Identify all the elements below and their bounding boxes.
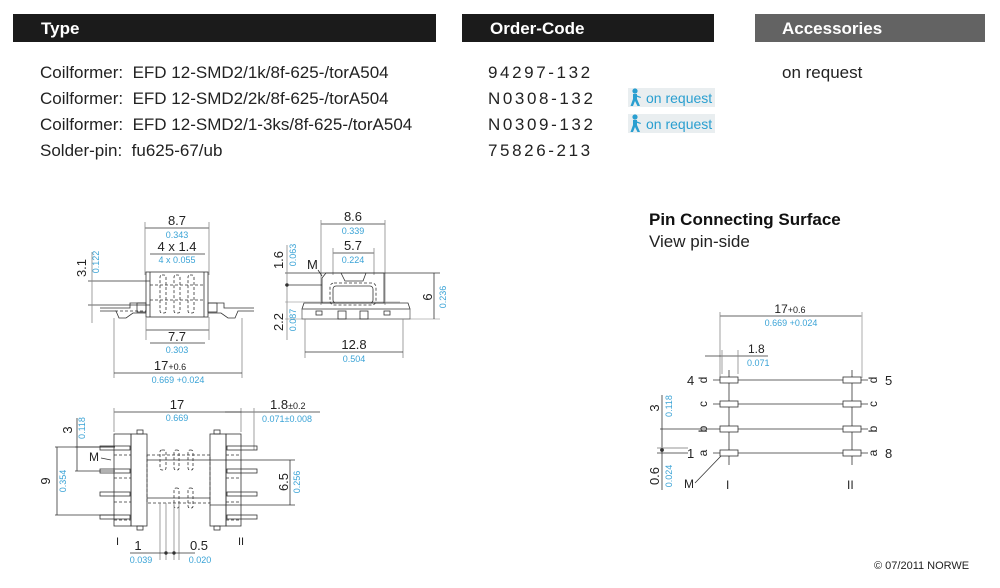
top-gap2-mm: 0.5 xyxy=(190,538,208,553)
pin-letter-d: d xyxy=(696,377,710,384)
order-code: 75826-213 xyxy=(488,141,593,160)
pin-w-in: 0.071 xyxy=(747,358,770,368)
top-roman-1: I xyxy=(116,536,119,548)
pin-marker: M xyxy=(684,477,694,491)
top-core-mm: 6.5 xyxy=(276,473,291,491)
pin-width-mm: 17+0.6 xyxy=(774,302,805,316)
pin-surface-title: Pin Connecting Surface xyxy=(649,210,841,229)
front-h-mm: 3.1 xyxy=(74,259,89,277)
side-top-mm: 8.6 xyxy=(344,209,362,224)
copyright: © 07/2011 NORWE xyxy=(874,560,970,572)
side-h1-mm: 1.6 xyxy=(271,251,286,269)
pin-roman-2: II xyxy=(847,478,854,492)
on-request-badge: on request xyxy=(628,88,716,107)
order-code: N0308-132 xyxy=(488,89,596,108)
type-row: Solder-pin: fu625-67/ub xyxy=(40,141,222,161)
front-view-drawing: 8.7 0.343 4 x 1.4 4 x 0.055 3.1 0.122 7.… xyxy=(74,213,254,385)
type-value: EFD 12-SMD2/1k/8f-625-/torA504 xyxy=(132,63,389,82)
on-request-label: on request xyxy=(646,115,713,132)
pin-pitch-in: 0.118 xyxy=(664,395,674,417)
side-marker: M xyxy=(307,257,318,272)
side-inner-in: 0.224 xyxy=(342,255,365,265)
pin-letter-c: c xyxy=(696,401,710,407)
on-request-label: on request xyxy=(646,89,713,106)
front-inner-mm: 7.7 xyxy=(168,329,186,344)
pin-offset-mm: 0.6 xyxy=(647,467,662,485)
top-gap1-mm: 1 xyxy=(134,538,141,553)
top-gap2-in: 0.020 xyxy=(189,555,212,565)
header-type: Type xyxy=(13,14,436,42)
front-slots-in: 4 x 0.055 xyxy=(158,255,195,265)
top-width-mm: 17 xyxy=(170,397,184,412)
side-h2-in: 0.087 xyxy=(288,309,298,332)
pin-width-in: 0.669 +0.024 xyxy=(765,318,818,328)
front-top-mm: 8.7 xyxy=(168,213,186,228)
pin-number-5: 5 xyxy=(885,373,892,388)
type-label: Solder-pin: xyxy=(40,141,123,160)
type-value: fu625-67/ub xyxy=(131,141,223,160)
side-inner-mm: 5.7 xyxy=(344,238,362,253)
type-value: EFD 12-SMD2/2k/8f-625-/torA504 xyxy=(132,89,389,108)
top-pin-in: 0.071±0.008 xyxy=(262,414,312,424)
top-gap1-in: 0.039 xyxy=(130,555,153,565)
side-h2-mm: 2.2 xyxy=(271,313,286,331)
pin-letter-a: a xyxy=(696,449,710,456)
on-request-badge: on request xyxy=(628,114,716,133)
pin-letter-a-right: a xyxy=(866,449,880,456)
pin-letter-c-right: c xyxy=(866,401,880,407)
pin-number-8: 8 xyxy=(885,446,892,461)
pin-w-mm: 1.8 xyxy=(748,342,765,356)
front-slots-mm: 4 x 1.4 xyxy=(157,239,196,254)
pin-letter-d-right: d xyxy=(866,377,880,384)
top-width-in: 0.669 xyxy=(166,413,189,423)
type-row: Coilformer: EFD 12-SMD2/1-3ks/8f-625-/to… xyxy=(40,115,412,135)
top-pitch-mm: 3 xyxy=(60,426,75,433)
front-inner-in: 0.303 xyxy=(166,345,189,355)
type-row: Coilformer: EFD 12-SMD2/1k/8f-625-/torA5… xyxy=(40,63,389,83)
side-top-in: 0.339 xyxy=(342,226,365,236)
walking-person-icon xyxy=(630,114,641,132)
header-order-code: Order-Code xyxy=(462,14,714,42)
top-roman-2: II xyxy=(238,536,244,548)
type-row: Coilformer: EFD 12-SMD2/2k/8f-625-/torA5… xyxy=(40,89,389,109)
pin-letter-b: b xyxy=(696,425,710,432)
pin-surface-drawing: 17+0.6 0.669 +0.024 1.8 0.071 d c b a d … xyxy=(647,302,892,492)
order-code: 94297-132 xyxy=(488,63,593,82)
side-h1-in: 0.063 xyxy=(288,244,298,267)
pin-roman-1: I xyxy=(726,478,729,492)
type-label: Coilformer: xyxy=(40,63,124,82)
side-height-in: 0.236 xyxy=(438,286,448,309)
top-span-mm: 9 xyxy=(38,477,53,484)
front-total-mm: 17+0.6 xyxy=(154,358,186,373)
pin-pitch-mm: 3 xyxy=(647,404,662,411)
side-view-drawing: 8.6 0.339 5.7 0.224 M 1.6 0.063 2.2 0.08… xyxy=(271,209,448,364)
type-label: Coilformer: xyxy=(40,89,124,108)
side-base-in: 0.504 xyxy=(343,354,366,364)
header-accessories: Accessories xyxy=(755,14,985,42)
pin-letter-b-right: b xyxy=(866,425,880,432)
pin-surface-subtitle: View pin-side xyxy=(649,232,750,251)
top-span-in: 0.354 xyxy=(58,470,68,493)
side-height-mm: 6 xyxy=(420,293,435,300)
type-label: Coilformer: xyxy=(40,115,124,134)
top-pitch-in: 0.118 xyxy=(77,417,87,439)
walking-person-icon xyxy=(630,88,641,106)
front-top-in: 0.343 xyxy=(166,230,189,240)
pin-offset-in: 0.024 xyxy=(664,465,674,488)
front-h-in: 0.122 xyxy=(91,251,101,274)
top-core-in: 0.256 xyxy=(292,471,302,494)
type-value: EFD 12-SMD2/1-3ks/8f-625-/torA504 xyxy=(132,115,413,134)
top-view-drawing: 17 0.669 1.8±0.2 0.071±0.008 3 0.118 9 0… xyxy=(38,397,320,565)
pin-number-1: 1 xyxy=(687,446,694,461)
front-total-in: 0.669 +0.024 xyxy=(152,375,205,385)
top-marker: M xyxy=(89,450,99,464)
top-pin-mm: 1.8±0.2 xyxy=(270,397,306,412)
side-base-mm: 12.8 xyxy=(341,337,366,352)
order-code: N0309-132 xyxy=(488,115,596,134)
pin-number-4: 4 xyxy=(687,373,694,388)
accessories-text: on request xyxy=(782,63,863,82)
